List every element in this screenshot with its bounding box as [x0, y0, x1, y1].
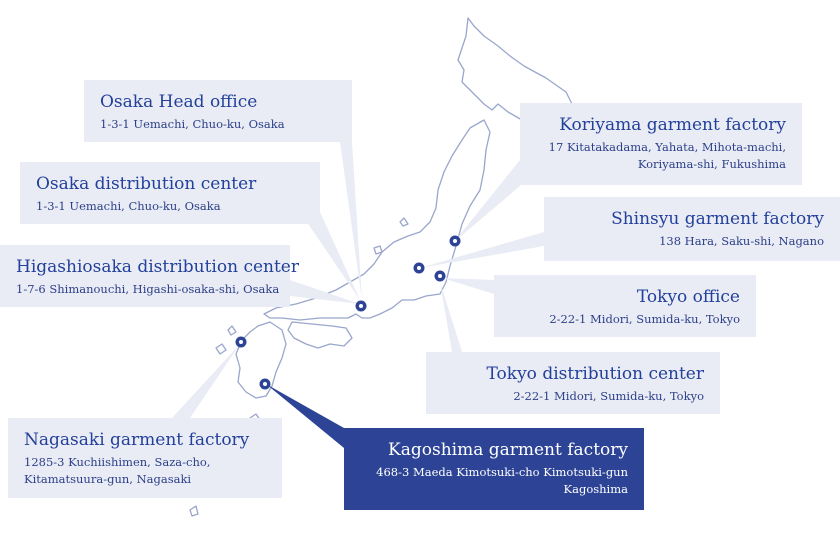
location-name: Tokyo office — [636, 287, 740, 307]
leader-koriyama-garment-factory — [454, 160, 520, 242]
location-name: Higashiosaka distribution center — [16, 257, 299, 277]
location-name: Tokyo distribution center — [486, 364, 704, 384]
leader-nagasaki-garment-factory — [172, 344, 240, 418]
location-name: Kagoshima garment factory — [388, 440, 628, 460]
leader-shinsyu-garment-factory — [420, 232, 544, 268]
location-card-osaka-distribution-center[interactable]: Osaka distribution center 1-3-1 Uemachi,… — [20, 162, 320, 224]
marker-tokyo[interactable] — [434, 270, 446, 282]
location-address: 2-22-1 Midori, Sumida-ku, Tokyo — [549, 312, 740, 326]
leader-osaka-head-office — [340, 142, 362, 300]
location-card-shinsyu-garment-factory[interactable]: Shinsyu garment factory 138 Hara, Saku-s… — [544, 197, 840, 261]
leader-kagoshima-garment-factory — [266, 384, 344, 448]
location-card-higashiosaka-distribution-center[interactable]: Higashiosaka distribution center 1-7-6 S… — [0, 245, 299, 307]
location-markers — [235, 235, 461, 390]
location-card-koriyama-garment-factory[interactable]: Koriyama garment factory 17 Kitatakadama… — [520, 103, 802, 185]
location-address: 2-22-1 Midori, Sumida-ku, Tokyo — [513, 389, 704, 403]
leader-osaka-distribution-center — [300, 212, 360, 300]
location-address: 1-3-1 Uemachi, Chuo-ku, Osaka — [100, 117, 285, 131]
leader-lines — [172, 142, 544, 448]
location-card-osaka-head-office[interactable]: Osaka Head office 1-3-1 Uemachi, Chuo-ku… — [84, 80, 352, 142]
location-address: 1-3-1 Uemachi, Chuo-ku, Osaka — [36, 199, 221, 213]
location-address: 1-7-6 Shimanouchi, Higashi-osaka-shi, Os… — [16, 282, 280, 296]
location-address: 1285-3 Kuchiishimen, Saza-cho, Kitamatsu… — [24, 455, 211, 486]
location-address: 468-3 Maeda Kimotsuki-cho Kimotsuki-gun … — [376, 465, 628, 496]
location-name: Osaka distribution center — [36, 174, 257, 194]
location-name: Koriyama garment factory — [559, 115, 786, 135]
leader-tokyo-office — [442, 278, 494, 294]
location-card-nagasaki-garment-factory[interactable]: Nagasaki garment factory 1285-3 Kuchiish… — [8, 418, 282, 498]
location-address: 17 Kitatakadama, Yahata, Mihota-machi, K… — [548, 140, 786, 171]
marker-koriyama[interactable] — [449, 235, 461, 247]
location-card-kagoshima-garment-factory[interactable]: Kagoshima garment factory 468-3 Maeda Ki… — [344, 428, 644, 510]
location-name: Osaka Head office — [100, 92, 258, 112]
marker-kagoshima[interactable] — [259, 378, 271, 390]
marker-shinsyu[interactable] — [413, 262, 425, 274]
location-name: Nagasaki garment factory — [24, 430, 250, 450]
marker-nagasaki[interactable] — [235, 336, 247, 348]
location-card-tokyo-office[interactable]: Tokyo office 2-22-1 Midori, Sumida-ku, T… — [494, 275, 756, 337]
leader-tokyo-distribution-center — [440, 282, 462, 352]
marker-osaka[interactable] — [355, 300, 367, 312]
leader-higashiosaka-distribution-center — [290, 280, 360, 304]
location-card-tokyo-distribution-center[interactable]: Tokyo distribution center 2-22-1 Midori,… — [426, 352, 720, 414]
location-address: 138 Hara, Saku-shi, Nagano — [659, 234, 824, 248]
location-name: Shinsyu garment factory — [611, 209, 824, 229]
